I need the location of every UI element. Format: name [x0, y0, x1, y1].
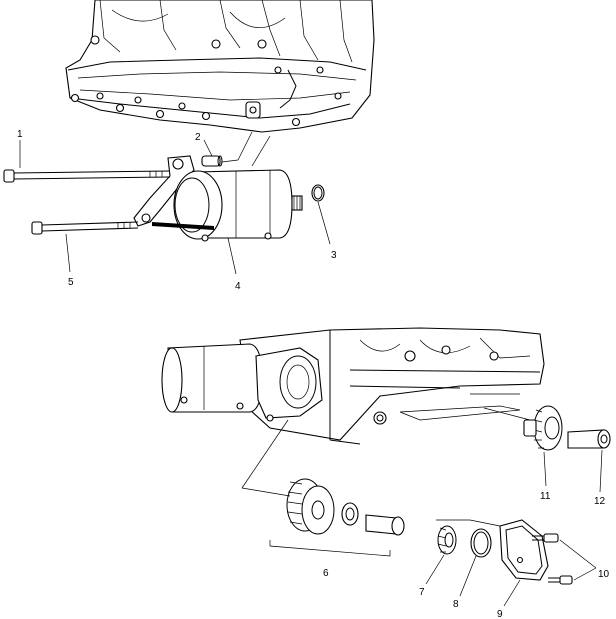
starter-drive-gear-6	[286, 478, 405, 536]
engine-case-lower	[161, 327, 545, 445]
callout-3: 3	[331, 250, 337, 261]
callout-7: 7	[419, 587, 425, 598]
callout-6: 6	[323, 568, 329, 579]
o-ring-3	[311, 184, 325, 202]
callout-8: 8	[453, 599, 459, 610]
screws-10	[532, 533, 573, 585]
callout-12: 12	[594, 496, 606, 507]
starter-motor	[133, 155, 303, 242]
bolt-1	[3, 169, 171, 183]
callout-9: 9	[497, 609, 503, 619]
engine-case-upper	[65, 0, 375, 133]
leader-lines-top	[19, 131, 331, 275]
callout-10: 10	[598, 569, 610, 580]
bearing-7	[437, 525, 457, 555]
bolt-5	[31, 221, 139, 235]
leader-lines-bottom	[241, 407, 603, 607]
callout-labels: 1 2 3 4 5 6 7 8 9 10 11 12	[17, 129, 610, 619]
o-ring-8	[470, 528, 492, 558]
cover-9	[499, 519, 549, 581]
shaft-12	[567, 429, 611, 449]
callout-11: 11	[540, 491, 551, 502]
callout-5: 5	[68, 277, 74, 288]
callout-4: 4	[235, 281, 241, 292]
callout-2: 2	[195, 132, 201, 143]
idler-gear-11	[523, 405, 563, 451]
callout-1: 1	[17, 129, 23, 140]
dowel-pin-2	[201, 155, 223, 167]
